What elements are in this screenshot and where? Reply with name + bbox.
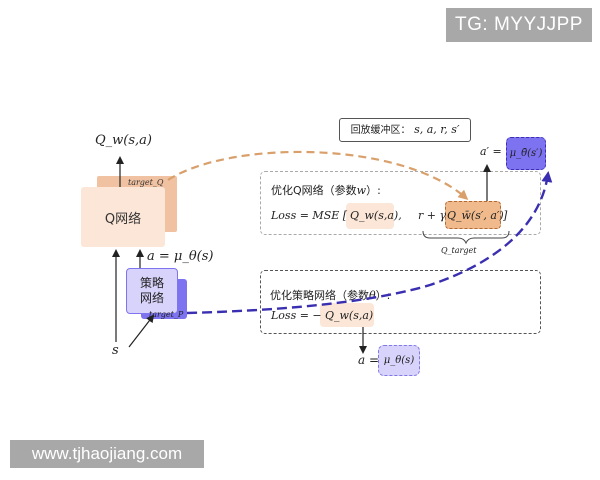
q-opt-title: 优化Q网络（参数w）: (271, 182, 381, 198)
q-target-chip (445, 201, 501, 229)
a-equals-label: a = (358, 353, 380, 367)
q-opt-param: w (356, 184, 367, 197)
q-opt-title-text: 优化Q网络（参数 (271, 184, 357, 197)
q-loss-end: ] (503, 209, 508, 222)
replay-buffer-label: 回放缓冲区： (350, 125, 411, 136)
q-loss-q: Q_w(s,a), (350, 209, 402, 222)
q-network-label: Q网络 (104, 211, 142, 227)
policy-network: 策略 网络 (126, 268, 178, 314)
state-label: s (112, 343, 119, 358)
q-value-chip (346, 203, 394, 229)
policy-network-label-2: 网络 (139, 291, 164, 305)
q-optimization-box (260, 171, 541, 235)
watermark-bottom: www.tjhaojiang.com (10, 440, 204, 468)
policy-network-label-1: 策略 (139, 276, 164, 290)
a-prime-label: a′ = (480, 145, 502, 158)
target-q-label: target_Q (128, 178, 164, 187)
replay-buffer-vars: s, a, r, s′ (414, 123, 460, 136)
policy-output-chip: μ_θ(s) (378, 345, 420, 376)
p-loss-q: Q_w(s,a) (325, 309, 374, 322)
q-output-label: Q_w(s,a) (95, 133, 152, 148)
q-loss-qtarget: Q_w̄(s′, a′) (447, 209, 504, 222)
q-loss-prefix: Loss = MSE [ (271, 209, 348, 222)
policy-q-chip (320, 303, 374, 327)
action-equation: a = μ_θ(s) (147, 249, 214, 264)
q-opt-title-end: ）: (366, 184, 381, 197)
q-target-brace (422, 230, 510, 245)
target-q-copy-arrow (167, 150, 469, 200)
mu-s-label: μ_θ(s) (383, 355, 415, 366)
q-network: Q网络 (81, 187, 165, 247)
p-loss-prefix: Loss = − (271, 309, 322, 322)
replay-buffer-box: 回放缓冲区： s, a, r, s′ (339, 118, 471, 142)
target-policy-output-chip: μ_θ̄(s′) (506, 137, 546, 170)
target-p-label: target_P (149, 310, 184, 319)
watermark-top: TG: MYYJJPP (446, 8, 592, 42)
q-target-brace-label: Q_target (441, 246, 477, 255)
state-to-policy-arrow (128, 314, 155, 348)
p-opt-param: θ (369, 289, 376, 302)
p-opt-title: 优化策略网络（参数θ）: (270, 287, 390, 303)
policy-optimization-box (260, 270, 541, 334)
p-opt-title-text: 优化策略网络（参数 (270, 289, 369, 302)
mu-prime-label: μ_θ̄(s′) (509, 148, 543, 159)
target-policy-copy-arrow (186, 171, 553, 315)
q-loss-r: r + γ (418, 209, 447, 222)
